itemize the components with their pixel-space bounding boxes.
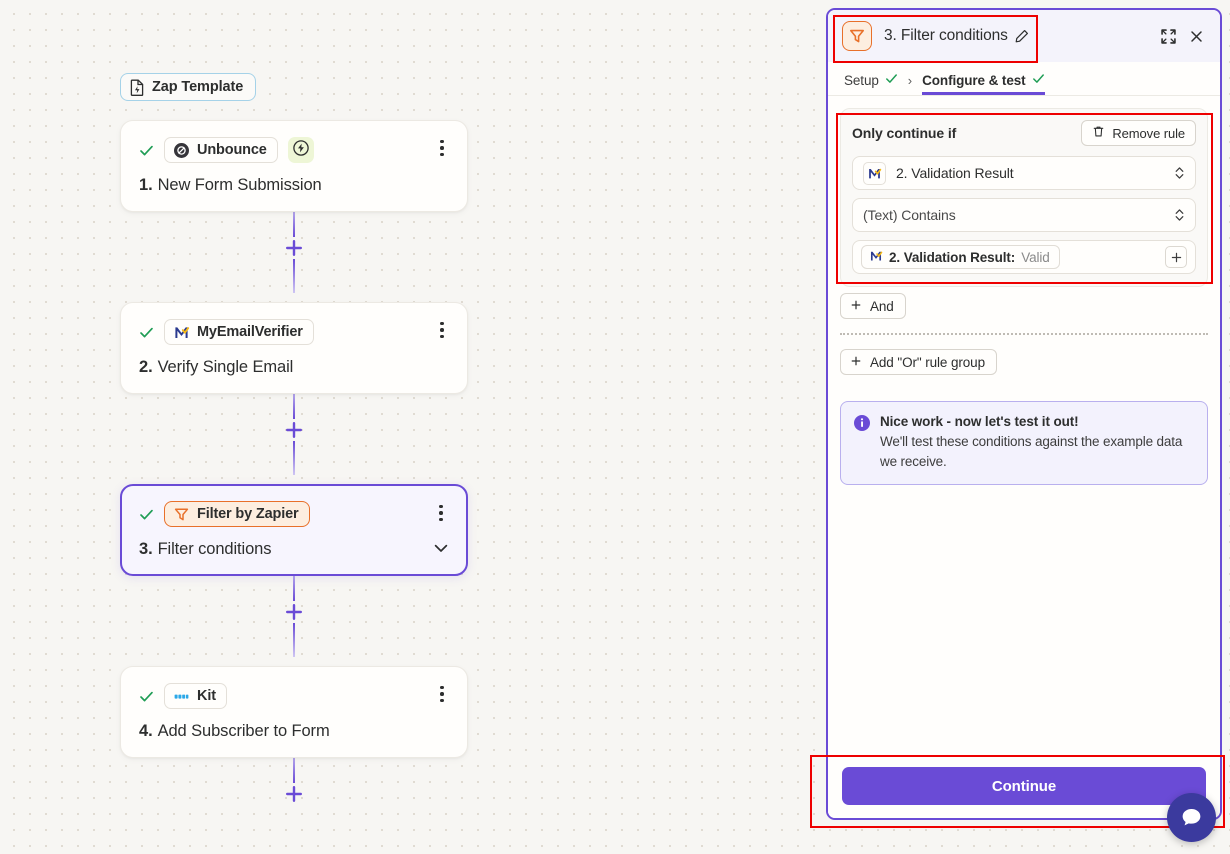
step-number: 4.: [139, 722, 153, 740]
chevron-down-icon[interactable]: [432, 539, 450, 557]
app-pill-filter-by-zapier: Filter by Zapier: [164, 501, 310, 527]
add-step-button-1[interactable]: [283, 237, 305, 259]
step-card-2[interactable]: MyEmailVerifier 2. Verify Single Email: [120, 302, 468, 394]
panel-footer: Continue: [828, 755, 1220, 818]
step-number: 3.: [139, 540, 153, 558]
filter-funnel-icon: [842, 21, 872, 51]
step-title-1: 1. New Form Submission: [139, 176, 451, 195]
plus-icon[interactable]: [1165, 246, 1187, 268]
zap-template-icon: [130, 79, 145, 96]
add-step-button-4[interactable]: [283, 783, 305, 805]
filter-operator-select[interactable]: (Text) Contains: [852, 198, 1196, 232]
app-name-label: Unbounce: [197, 142, 267, 158]
trigger-badge: [287, 137, 314, 163]
step-menu-button-3[interactable]: [430, 502, 452, 524]
connector-3: [286, 567, 302, 657]
step-menu-button-4[interactable]: [431, 683, 453, 705]
add-and-condition-button[interactable]: And: [840, 293, 906, 319]
rule-group-heading: Only continue if: [852, 125, 957, 141]
unbounce-logo-icon: [173, 142, 190, 159]
close-icon[interactable]: [1182, 22, 1210, 50]
connector-4: [286, 749, 302, 819]
continue-button[interactable]: Continue: [842, 767, 1206, 805]
app-name-label: Kit: [197, 688, 216, 704]
chat-bubble-icon[interactable]: [1167, 793, 1216, 842]
step-number: 1.: [139, 176, 153, 194]
workflow-canvas: Zap Template: [120, 73, 468, 819]
myemailverifier-logo-icon: [863, 161, 886, 185]
step-menu-button-1[interactable]: [431, 137, 453, 159]
myemailverifier-logo-icon: [173, 324, 190, 341]
app-pill-unbounce: Unbounce: [164, 137, 278, 163]
step-title-text: Add Subscriber to Form: [157, 722, 330, 740]
info-body: We'll test these conditions against the …: [880, 434, 1183, 469]
step-card-1[interactable]: Unbounce 1. New Form Submission: [120, 120, 468, 212]
trash-icon: [1092, 125, 1105, 141]
myemailverifier-logo-icon: [869, 249, 883, 266]
filter-operator-value: (Text) Contains: [863, 207, 956, 223]
plus-icon: [850, 355, 862, 370]
add-step-button-2[interactable]: [283, 419, 305, 441]
check-icon: [1032, 72, 1045, 88]
tab-configure-and-test[interactable]: Configure & test: [922, 72, 1044, 95]
remove-rule-button[interactable]: Remove rule: [1081, 120, 1196, 146]
expand-icon[interactable]: [1154, 22, 1182, 50]
step-detail-panel: 3. Filter conditions Setup ›: [826, 8, 1222, 820]
up-down-chevron-icon: [1174, 208, 1185, 223]
connector-1: [286, 203, 302, 293]
info-title: Nice work - now let's test it out!: [880, 414, 1079, 429]
step-number: 2.: [139, 358, 153, 376]
token-value: Valid: [1021, 249, 1050, 265]
app-pill-kit: Kit: [164, 683, 227, 709]
value-token-pill[interactable]: 2. Validation Result: Valid: [861, 245, 1060, 269]
check-icon: [139, 143, 154, 158]
step-title-2: 2. Verify Single Email: [139, 358, 451, 377]
step-title-4: 4. Add Subscriber to Form: [139, 722, 451, 741]
app-pill-myemailverifier: MyEmailVerifier: [164, 319, 314, 345]
step-title-text: Filter conditions: [157, 540, 272, 558]
check-icon: [139, 325, 154, 340]
check-icon: [139, 689, 154, 704]
token-label: 2. Validation Result:: [889, 249, 1016, 265]
app-name-label: MyEmailVerifier: [197, 324, 303, 340]
remove-rule-label: Remove rule: [1112, 125, 1185, 141]
filter-funnel-icon: [173, 506, 190, 523]
bolt-icon: [292, 139, 310, 162]
step-title-3: 3. Filter conditions: [139, 540, 451, 559]
info-callout: Nice work - now let's test it out! We'll…: [840, 401, 1208, 486]
and-label: And: [870, 298, 894, 314]
step-title-text: Verify Single Email: [157, 358, 294, 376]
tab-label: Setup: [844, 72, 879, 88]
check-icon: [885, 72, 898, 88]
zap-template-label: Zap Template: [152, 79, 244, 95]
kit-logo-icon: [173, 688, 190, 705]
add-or-rule-group-label: Add "Or" rule group: [870, 354, 985, 370]
check-icon: [139, 507, 154, 522]
rule-group: Only continue if Remove rule: [840, 108, 1208, 287]
connector-2: [286, 385, 302, 475]
panel-header: 3. Filter conditions: [828, 10, 1220, 62]
panel-tabs: Setup › Configure & test: [828, 62, 1220, 96]
up-down-chevron-icon: [1174, 166, 1185, 181]
tab-separator: ›: [907, 73, 913, 88]
step-card-3[interactable]: Filter by Zapier 3. Filter conditions: [120, 484, 468, 576]
filter-field-select[interactable]: 2. Validation Result: [852, 156, 1196, 190]
step-title-text: New Form Submission: [157, 176, 322, 194]
tab-label: Configure & test: [922, 72, 1026, 88]
filter-field-value: 2. Validation Result: [896, 165, 1014, 181]
tab-setup[interactable]: Setup: [844, 72, 898, 95]
panel-body: Only continue if Remove rule: [828, 96, 1220, 755]
zap-template-badge: Zap Template: [120, 73, 257, 101]
info-icon: [854, 415, 870, 431]
plus-icon: [850, 299, 862, 314]
add-or-rule-group-button[interactable]: Add "Or" rule group: [840, 349, 997, 375]
pencil-icon[interactable]: [1015, 29, 1029, 43]
step-card-4[interactable]: Kit 4. Add Subscriber to Form: [120, 666, 468, 758]
add-step-button-3[interactable]: [283, 601, 305, 623]
rule-group-divider: [840, 333, 1208, 335]
page-title: 3. Filter conditions: [884, 27, 1008, 44]
step-menu-button-2[interactable]: [431, 319, 453, 341]
filter-value-input[interactable]: 2. Validation Result: Valid: [852, 240, 1196, 274]
app-name-label: Filter by Zapier: [197, 506, 299, 522]
